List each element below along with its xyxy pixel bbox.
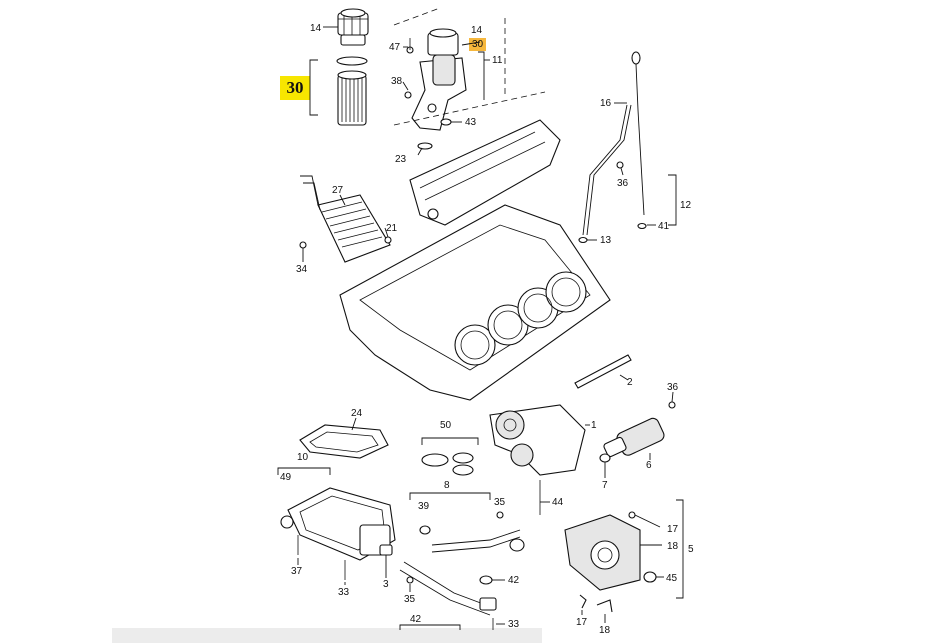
part-30-highlight	[280, 76, 310, 100]
callout-24: 24	[351, 408, 363, 419]
seal-39[interactable]	[419, 525, 431, 535]
oil-return-pipe[interactable]	[431, 529, 525, 553]
pressure-switch-49[interactable]	[280, 515, 294, 529]
guide-pin[interactable]	[574, 354, 632, 389]
dipstick[interactable]	[631, 51, 645, 216]
engine-block[interactable]	[339, 204, 611, 401]
seal-13[interactable]	[578, 236, 588, 244]
filter-cap-o-ring[interactable]	[336, 56, 368, 66]
bolt-38[interactable]	[404, 91, 412, 99]
seal-43[interactable]	[440, 118, 452, 126]
part-30-small-highlight	[469, 38, 486, 51]
oil-filter-element[interactable]	[337, 70, 367, 126]
callout-33: 33	[338, 587, 350, 598]
oil-filter-housing[interactable]	[411, 28, 467, 131]
callout-33: 33	[508, 619, 520, 630]
callout-18: 18	[667, 541, 679, 552]
callout-35: 35	[404, 594, 416, 605]
callout-17: 17	[576, 617, 588, 628]
leader-lines	[297, 41, 674, 625]
callout-36: 36	[617, 178, 629, 189]
bolt-36-top[interactable]	[616, 161, 624, 169]
seal-23[interactable]	[417, 142, 433, 150]
clip-18-bottom[interactable]	[596, 599, 613, 613]
seal-21[interactable]	[384, 236, 392, 244]
callout-labels: 14 14 47 11 38 43 23 16 36 12 41 13 27 2…	[280, 23, 694, 636]
callout-3: 3	[383, 579, 389, 590]
callout-36: 36	[667, 382, 679, 393]
callout-43: 43	[465, 117, 477, 128]
seal-41[interactable]	[637, 222, 647, 230]
bolt-17[interactable]	[628, 511, 636, 519]
balance-shaft-housing[interactable]	[564, 514, 641, 591]
callout-41: 41	[658, 221, 670, 232]
callout-2: 2	[627, 377, 633, 388]
part-30-label-large[interactable]: 30	[286, 78, 304, 97]
callout-45: 45	[666, 573, 678, 584]
callout-38: 38	[391, 76, 403, 87]
callout-16: 16	[600, 98, 612, 109]
callout-5: 5	[688, 544, 694, 555]
oil-suction-pipe[interactable]	[399, 561, 497, 616]
oil-cooler[interactable]	[300, 175, 391, 263]
callout-14: 14	[471, 25, 483, 36]
valve-cover[interactable]	[409, 119, 561, 226]
callout-7: 7	[602, 480, 608, 491]
callout-21: 21	[386, 223, 398, 234]
seal-42[interactable]	[479, 575, 493, 585]
bolt-34[interactable]	[299, 241, 307, 249]
seal-45[interactable]	[643, 571, 657, 583]
callout-42: 42	[508, 575, 520, 586]
bracket-30	[309, 59, 318, 116]
callout-44: 44	[552, 497, 564, 508]
callout-50: 50	[440, 420, 452, 431]
bolt-35-bottom[interactable]	[406, 576, 414, 584]
callout-17: 17	[667, 524, 679, 535]
callout-13: 13	[600, 235, 612, 246]
bolt-36-valve[interactable]	[668, 401, 676, 409]
callout-27: 27	[332, 185, 344, 196]
seal-7[interactable]	[599, 453, 611, 463]
dipstick-tube[interactable]	[582, 104, 632, 236]
clip-17-bottom[interactable]	[579, 594, 587, 609]
callout-8: 8	[444, 480, 450, 491]
callout-39: 39	[418, 501, 430, 512]
footer-strip	[112, 628, 542, 643]
gasket-3[interactable]	[379, 544, 393, 556]
bolt-35-top[interactable]	[496, 511, 504, 519]
callout-11: 11	[492, 55, 503, 66]
oil-pressure-valve[interactable]	[603, 416, 666, 458]
oil-filter-cap[interactable]	[337, 8, 369, 46]
callout-10: 10	[297, 452, 309, 463]
callout-6: 6	[646, 460, 652, 471]
callout-12: 12	[680, 200, 692, 211]
callout-37: 37	[291, 566, 303, 577]
seal-set-50[interactable]	[421, 452, 474, 476]
callout-35: 35	[494, 497, 506, 508]
callout-14: 14	[310, 23, 322, 34]
callout-49: 49	[280, 472, 292, 483]
callout-47: 47	[389, 42, 401, 53]
callout-23: 23	[395, 154, 407, 165]
oil-pump[interactable]	[489, 404, 586, 476]
callout-18: 18	[599, 625, 611, 636]
part-30-label-small[interactable]: 30	[471, 39, 484, 50]
callout-1: 1	[591, 420, 597, 431]
callout-42: 42	[410, 614, 422, 625]
callout-34: 34	[296, 264, 308, 275]
oil-pan-upper[interactable]	[287, 487, 396, 561]
gasket-24[interactable]	[299, 424, 389, 459]
